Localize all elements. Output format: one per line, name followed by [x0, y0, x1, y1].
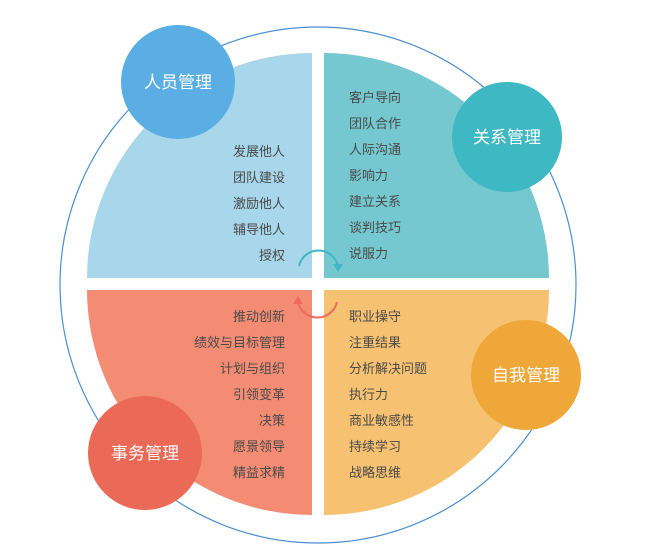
relations-item: 影响力: [349, 168, 388, 184]
affairs-item: 决策: [259, 413, 285, 429]
self-item: 持续学习: [349, 439, 401, 455]
people-item: 发展他人: [233, 144, 285, 160]
affairs-item: 引领变革: [233, 387, 285, 403]
circle-affairs: [88, 396, 202, 510]
affairs-item: 愿景领导: [233, 440, 285, 455]
self-item: 商业敏感性: [349, 413, 414, 429]
relations-items: 客户导向 团队合作 人际沟通 影响力 建立关系 谈判技巧 说服力: [349, 90, 401, 262]
people-item: 团队建设: [233, 171, 285, 186]
circle-title-people: 人员管理: [144, 73, 212, 93]
circle-title-affairs: 事务管理: [111, 444, 179, 464]
circle-relations: [452, 82, 562, 192]
cycle-arrowhead-bottom: [293, 296, 303, 304]
category-circle-people: 人员管理: [121, 25, 235, 139]
relations-item: 说服力: [349, 247, 388, 262]
category-circle-self: 自我管理: [471, 320, 581, 430]
self-item: 分析解决问题: [349, 362, 427, 377]
quadrant-affairs: [87, 290, 312, 515]
people-item: 授权: [259, 248, 285, 264]
relations-item: 客户导向: [349, 90, 401, 106]
relations-item: 建立关系: [349, 195, 401, 210]
circle-people: [121, 25, 235, 139]
people-item: 辅导他人: [233, 223, 285, 238]
self-items: 职业操守 注重结果 分析解决问题 执行力 商业敏感性 持续学习 战略思维: [349, 309, 427, 481]
people-items: 发展他人 团队建设 激励他人 辅导他人 授权: [233, 144, 285, 264]
affairs-item: 绩效与目标管理: [194, 336, 285, 351]
affairs-item: 计划与组织: [220, 362, 285, 377]
cycle-arrowhead-top: [333, 264, 343, 272]
relations-item: 团队合作: [349, 117, 401, 132]
self-item: 注重结果: [349, 335, 401, 351]
self-item: 战略思维: [349, 465, 401, 481]
relations-item: 谈判技巧: [349, 221, 401, 236]
category-circle-relations: 关系管理: [452, 82, 562, 192]
self-item: 执行力: [349, 388, 388, 403]
people-item: 激励他人: [233, 197, 285, 212]
relations-item: 人际沟通: [349, 143, 401, 158]
cycle-arrows: [293, 249, 343, 319]
cycle-arrow-bottom: [297, 301, 338, 319]
quadrant-people: [87, 53, 312, 278]
category-circle-affairs: 事务管理: [88, 396, 202, 510]
affairs-item: 推动创新: [233, 309, 285, 325]
circle-self: [471, 320, 581, 430]
quadrant-relations: [324, 53, 549, 278]
affairs-items: 推动创新 绩效与目标管理 计划与组织 引领变革 决策 愿景领导 精益求精: [194, 309, 285, 481]
affairs-item: 精益求精: [233, 466, 285, 481]
outer-ring: [59, 26, 577, 544]
circle-title-relations: 关系管理: [473, 128, 541, 148]
circle-title-self: 自我管理: [492, 366, 560, 386]
cycle-arrow-top: [298, 249, 339, 267]
self-item: 职业操守: [349, 309, 401, 325]
